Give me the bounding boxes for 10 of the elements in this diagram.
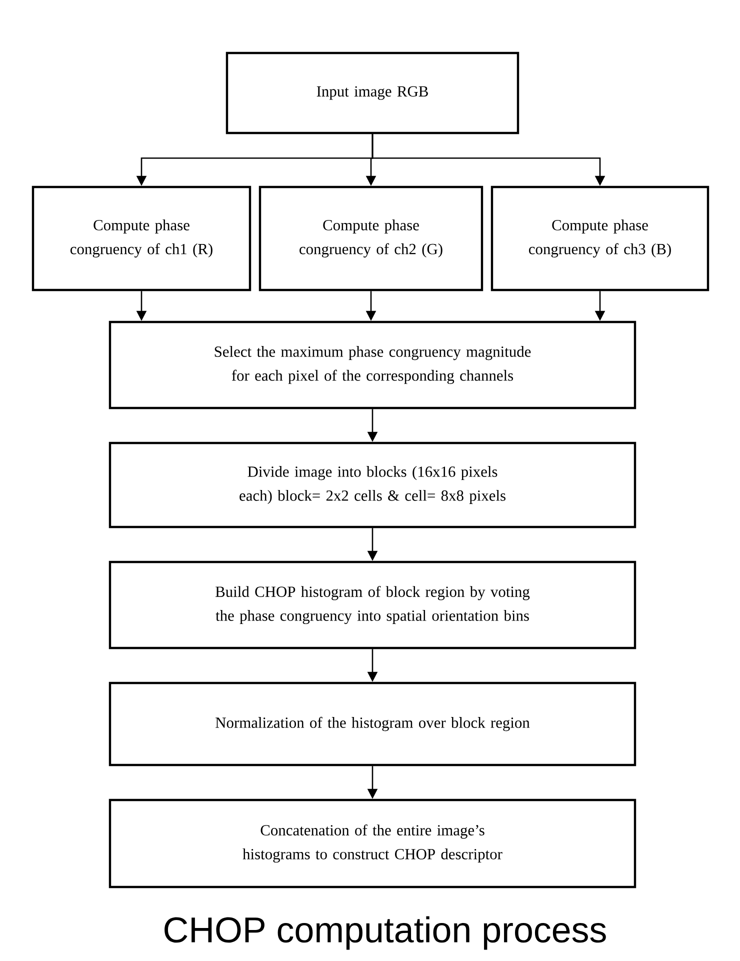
- process-box: Concatenation of the entire image’s histograms to construct CHOP descriptor: [108, 798, 636, 888]
- process-box: Divide image into blocks (16x16 pixels each) block= 2x2 cells & cell= 8x8 pixels: [108, 442, 636, 528]
- caption: CHOP computation process: [164, 916, 606, 950]
- process-box: Normalization of the histogram over block region: [108, 682, 636, 766]
- process-box: Build CHOP histogram of block region by voting the phase congruency into spatial orientation bins: [108, 560, 636, 650]
- process-box: Compute phase congruency of ch3 (B): [490, 186, 710, 292]
- process-box: Input image RGB: [226, 52, 520, 134]
- process-box: Compute phase congruency of ch1 (R): [32, 186, 252, 292]
- process-box: Compute phase congruency of ch2 (G): [258, 186, 484, 292]
- process-box: Select the maximum phase congruency magnitude for each pixel of the corresponding channels: [108, 320, 636, 410]
